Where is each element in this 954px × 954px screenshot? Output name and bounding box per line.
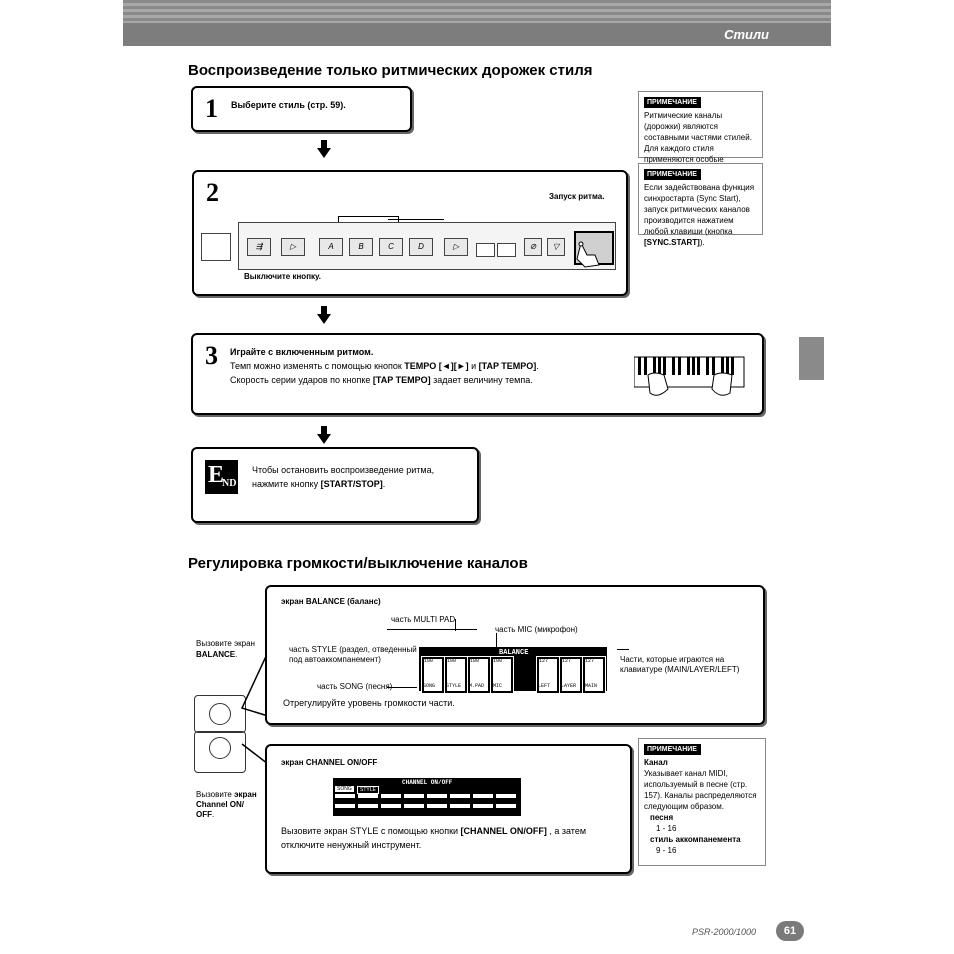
balance-channel-mpad[interactable] <box>467 656 491 694</box>
balance-box: экран BALANCE (баланс) часть MULTI PAD ч… <box>265 585 765 725</box>
balance-button[interactable] <box>209 703 231 725</box>
multipad-label: часть MULTI PAD <box>391 615 456 624</box>
channel-tab-song[interactable]: SONG <box>335 786 354 792</box>
end-icon: E ND <box>205 460 238 494</box>
acmp-button[interactable] <box>201 233 231 261</box>
channel-button-frame <box>194 731 246 773</box>
channel-box: экран CHANNEL ON/OFF CHANNEL ON/OFF SONG… <box>265 744 632 874</box>
balance-instruction: Отрегулируйте уровень громкости части. <box>283 698 455 708</box>
tempo-down-button[interactable] <box>476 243 495 257</box>
control-panel: ⇶ ▷ A B C D ▷ ⊘ ▽ <box>201 222 616 270</box>
note-2: ПРИМЕЧАНИЕ Если задействована функция си… <box>638 163 763 247</box>
start-rhythm-label: Запуск ритма. <box>549 192 605 201</box>
mic-label: часть MIC (микрофон) <box>495 625 578 634</box>
balance-channel-left[interactable] <box>536 656 560 694</box>
side-tab-marker <box>799 337 824 380</box>
song-label: часть SONG (песня) <box>317 682 393 691</box>
step2-number: 2 <box>206 178 219 207</box>
keyboard-hands-icon <box>634 356 745 396</box>
balance-lcd-title: BALANCE <box>499 649 529 657</box>
panel-button-ending[interactable]: ▷ <box>444 238 468 256</box>
step1-text: Выберите стиль (стр. 59). <box>231 100 346 110</box>
balance-channel-style[interactable] <box>444 656 468 694</box>
panel-button-2[interactable]: ▷ <box>281 238 305 256</box>
section-button-a[interactable]: A <box>319 238 343 256</box>
end-box <box>191 447 479 523</box>
header-label-bar <box>123 23 831 46</box>
section-button-d[interactable]: D <box>409 238 433 256</box>
footer-model: PSR-2000/1000 <box>692 927 757 937</box>
end-text: Чтобы остановить воспроизведение ритма, … <box>252 465 435 489</box>
balance-channel-main[interactable] <box>582 656 606 694</box>
section2-title: Регулировка громкости/выключение каналов <box>188 555 528 572</box>
note-3: ПРИМЕЧАНИЕ Канал Указывает канал MIDI, и… <box>638 738 766 866</box>
channel-grid <box>335 794 516 808</box>
step3-text: Темп можно изменять с помощью кнопок TEM… <box>230 361 539 385</box>
balance-channel-layer[interactable] <box>559 656 583 694</box>
step1-number: 1 <box>205 94 218 123</box>
section1-title: Воспроизведение только ритмических дорож… <box>188 62 593 79</box>
arrow-down-icon <box>317 140 331 158</box>
header-section-title: Стили <box>724 27 769 42</box>
channel-tab-style[interactable]: STYLE <box>357 786 379 794</box>
step3-title: Играйте с включенным ритмом. <box>230 347 374 357</box>
sync-stop-button[interactable]: ⊘ <box>524 238 542 256</box>
sync-start-button[interactable]: ▽ <box>547 238 565 256</box>
panel-button-1[interactable]: ⇶ <box>247 238 271 256</box>
section-button-c[interactable]: C <box>379 238 403 256</box>
section-button-b[interactable]: B <box>349 238 373 256</box>
tempo-up-button[interactable] <box>497 243 516 257</box>
balance-channel-mic[interactable] <box>490 656 514 694</box>
note-tag: ПРИМЕЧАНИЕ <box>644 97 701 108</box>
step3-number: 3 <box>205 341 218 370</box>
step3-box: 3 Играйте с включенным ритмом. Темп можн… <box>191 333 764 415</box>
channel-title: экран CHANNEL ON/OFF <box>281 758 378 767</box>
callout-pointer <box>241 743 269 765</box>
note-1: ПРИМЕЧАНИЕ Ритмические каналы (дорожки) … <box>638 91 763 175</box>
hand-pointer-icon <box>576 241 600 268</box>
channel-lcd-title: CHANNEL ON/OFF <box>402 779 453 786</box>
note-tag: ПРИМЕЧАНИЕ <box>644 744 701 755</box>
channel-onoff-button[interactable] <box>209 737 231 759</box>
balance-title: экран BALANCE (баланс) <box>281 597 381 606</box>
note-tag: ПРИМЕЧАНИЕ <box>644 169 701 180</box>
callout-pointer <box>240 651 269 717</box>
balance-button-frame <box>194 695 246 733</box>
arrow-down-icon <box>317 426 331 444</box>
arrow-down-icon <box>317 306 331 324</box>
page-number: 61 <box>776 921 804 941</box>
channel-instruction: Вызовите экран STYLE с помощью кнопки [C… <box>281 826 587 850</box>
turn-off-label: Выключите кнопку. <box>244 272 321 281</box>
balance-channel-song[interactable] <box>421 656 445 694</box>
step2-box: 2 Запуск ритма. ⇶ ▷ A B C D ▷ ⊘ ▽ Выключ… <box>192 170 628 296</box>
step1-box: 1 Выберите стиль (стр. 59). <box>191 86 412 132</box>
